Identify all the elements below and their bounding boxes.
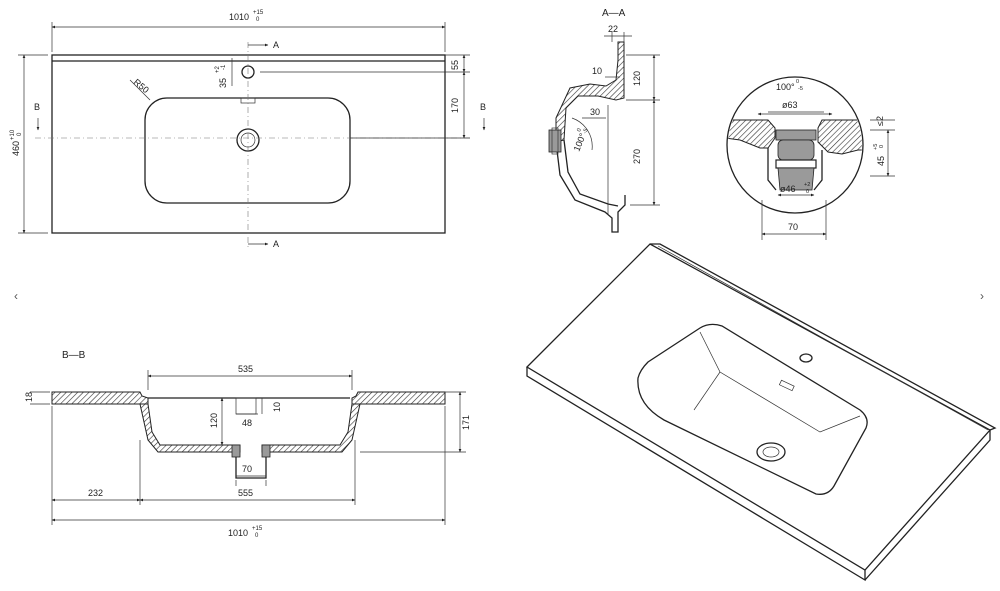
section-a-bottom: A — [273, 239, 279, 249]
top-width-tol-upper: +15 — [253, 10, 264, 16]
bb-width-tol-lower: 0 — [255, 533, 259, 539]
bb-width-tol-upper: +15 — [252, 526, 263, 532]
dim-55: 55 — [450, 60, 460, 70]
bb-dim-120: 120 — [209, 413, 219, 428]
detail-dim-45-tol-upper: +5 — [873, 144, 879, 150]
top-view: 1010 +15 0 460 +10 0 R50 35 +2 -1 55 170… — [10, 10, 486, 249]
bb-dim-232: 232 — [88, 488, 103, 498]
bb-dim-535: 535 — [238, 364, 253, 374]
section-a-top: A — [273, 40, 279, 50]
detail-angle-tol-upper: 0 — [796, 79, 799, 85]
hole-tol-lower: -1 — [221, 64, 227, 70]
isometric-view — [525, 243, 997, 582]
detail-angle-tol-lower: -5 — [798, 86, 803, 92]
hole-dim: 35 — [218, 78, 228, 88]
bb-dim-18: 18 — [24, 392, 34, 402]
section-b-right: B — [480, 102, 486, 112]
prev-arrow-icon[interactable]: ‹ — [14, 289, 18, 303]
hole-tol-upper: +2 — [215, 65, 221, 73]
detail-dia-63: ø63 — [782, 100, 798, 110]
top-depth-tol-lower: 0 — [17, 132, 23, 136]
detail-dim-70: 70 — [788, 222, 798, 232]
aa-dim-10: 10 — [592, 66, 602, 76]
detail-dim-45-tol-lower: 0 — [879, 145, 885, 148]
detail-dia-46: ø46 — [780, 184, 796, 194]
top-width-dim: 1010 — [229, 12, 249, 22]
bb-dim-555: 555 — [238, 488, 253, 498]
aa-dim-30: 30 — [590, 107, 600, 117]
detail-dia-tol-lower: 0 — [806, 189, 809, 195]
dim-170: 170 — [450, 98, 460, 113]
aa-angle-tol-upper: 0 — [576, 128, 583, 133]
bb-dim-48: 48 — [242, 418, 252, 428]
section-aa-title: A—A — [602, 8, 626, 19]
aa-dim-270: 270 — [632, 149, 642, 164]
detail-dia-tol-upper: +2 — [804, 182, 810, 188]
top-depth-tol-upper: +10 — [10, 129, 16, 140]
detail-dim-45: 45 — [876, 156, 886, 166]
aa-angle-tol-lower: -5 — [582, 128, 589, 135]
next-arrow-icon[interactable]: › — [980, 289, 984, 303]
aa-dim-22: 22 — [608, 24, 618, 34]
aa-dim-120: 120 — [632, 71, 642, 86]
detail-view: 100° 0 -5 ø63 ø46 +2 0 70 ≤2 45 +5 0 — [726, 76, 895, 240]
top-depth-dim: 460 — [11, 141, 21, 156]
section-b-left: B — [34, 102, 40, 112]
bb-dim-70: 70 — [242, 464, 252, 474]
section-aa: A—A 22 10 120 270 30 100° 0 -5 — [548, 8, 660, 233]
bb-dim-171: 171 — [461, 415, 471, 430]
radius-label: R50 — [132, 77, 151, 95]
top-width-tol-lower: 0 — [256, 17, 260, 23]
detail-angle: 100° — [776, 82, 795, 92]
bb-dim-10: 10 — [272, 402, 282, 412]
section-bb: B—B 535 18 120 10 48 171 — [24, 350, 471, 539]
bb-width-dim: 1010 — [228, 528, 248, 538]
detail-dim-2: ≤2 — [875, 116, 885, 126]
section-bb-title: B—B — [62, 350, 86, 361]
